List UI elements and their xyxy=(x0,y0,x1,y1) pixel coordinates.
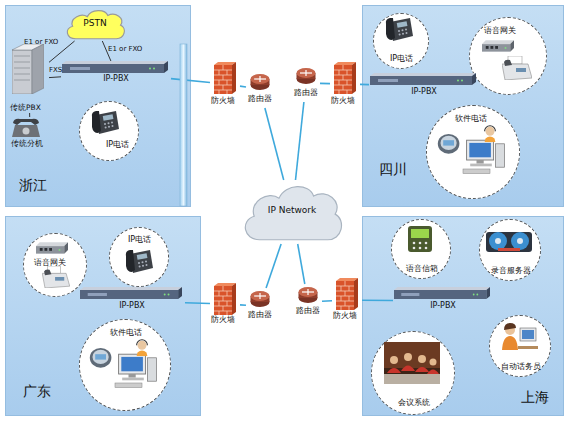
auto-attendant: 自动话务员 xyxy=(489,315,551,377)
node-label: IP-PBX xyxy=(430,301,456,311)
node-label: 语音网关 xyxy=(484,26,516,36)
connector-line xyxy=(320,83,330,85)
region-panel: 广东 IP电话语音网关 IP-PBX 软件电话 xyxy=(5,216,201,416)
node-label: 路由器 xyxy=(248,94,272,104)
region-name: 浙江 xyxy=(19,177,47,194)
ip-pbx: IP-PBX xyxy=(79,287,185,315)
node-label: IP电话 xyxy=(390,54,413,64)
node-label: IP-PBX xyxy=(119,301,145,311)
softphone: 软件电话 xyxy=(79,319,171,411)
softphone: 软件电话 xyxy=(426,105,520,199)
ip-phone: IP电话 xyxy=(109,227,169,287)
connector-line xyxy=(29,113,30,117)
region-panel: 四川 IP电话 语音网关 IP-PBX 软件电话 xyxy=(362,5,564,207)
node-label: IP电话 xyxy=(128,235,151,245)
node-label: 防火墙 xyxy=(331,96,355,106)
node-label: 自动话务员 xyxy=(501,362,541,372)
connector-line xyxy=(296,102,304,180)
edge-label: E1 or FXO xyxy=(108,45,142,53)
ip-pbx: IP-PBX xyxy=(61,61,171,85)
connector-line xyxy=(298,244,305,284)
node-label: 防火墙 xyxy=(211,315,235,325)
region-panel: 浙江 PSTN 传统PBX IP-PBX 传统分机 IP电话 xyxy=(5,5,191,207)
connector-line xyxy=(240,304,246,306)
node-label: 传统PBX xyxy=(10,103,41,112)
recording-server: 录音服务器 xyxy=(479,219,541,281)
region-name: 四川 xyxy=(379,161,407,178)
edge-label: E1 or FXO xyxy=(24,38,58,46)
router: 路由器 xyxy=(246,288,274,324)
voice-gateway: 语音网关 xyxy=(23,233,87,297)
region-name: 上海 xyxy=(521,389,549,406)
firewall-icon xyxy=(214,283,236,315)
cloud-shape xyxy=(67,11,124,39)
node-label: IP-PBX xyxy=(103,74,129,84)
node-label: 路由器 xyxy=(294,88,318,98)
region-panel: 上海 语音信箱 录音服务器 IP-PBX 自动话务员会议系统 xyxy=(362,216,564,416)
connector-line xyxy=(185,302,210,304)
node-label: 会议系统 xyxy=(398,398,430,408)
router: 路由器 xyxy=(246,70,274,108)
firewall-icon xyxy=(334,62,356,94)
ip-pbx: IP-PBX xyxy=(369,73,479,99)
node-label: 语音信箱 xyxy=(406,264,438,274)
legacy-pbx: 传统PBX xyxy=(9,45,49,113)
node-label: 软件电话 xyxy=(455,114,487,124)
node-label: IP Network xyxy=(268,205,317,216)
router-icon xyxy=(299,287,318,303)
node-label: 软件电话 xyxy=(110,328,142,338)
node-label: 路由器 xyxy=(248,310,272,320)
cloud-shape xyxy=(245,187,341,240)
node-label: 防火墙 xyxy=(333,311,357,321)
legacy-extension: 传统分机 xyxy=(9,117,51,151)
node-label: 语音网关 xyxy=(34,258,66,268)
connector-line xyxy=(265,108,284,180)
node-label: 路由器 xyxy=(296,306,320,316)
node-label: IP电话 xyxy=(106,140,129,150)
firewall: 防火墙 xyxy=(330,60,360,108)
firewall-icon xyxy=(214,62,236,94)
conference-system: 会议系统 xyxy=(371,331,455,415)
node-label: 录音服务器 xyxy=(491,266,531,276)
node-label: IP-PBX xyxy=(411,87,437,97)
node-label: PSTN xyxy=(83,18,106,29)
ip-phone: IP电话 xyxy=(79,101,139,161)
connector-line xyxy=(240,85,246,88)
firewall: 防火墙 xyxy=(210,282,240,326)
voice-gateway: 语音网关 xyxy=(469,17,547,95)
connector-line xyxy=(360,84,369,86)
firewall: 防火墙 xyxy=(210,60,240,108)
connector-line xyxy=(322,300,332,302)
region-name: 广东 xyxy=(23,383,51,400)
router-icon xyxy=(297,68,316,84)
firewall-icon xyxy=(336,278,358,310)
ip-phone: IP电话 xyxy=(373,13,429,69)
connector-line xyxy=(266,244,281,288)
connector-line xyxy=(362,299,393,301)
node-label: 防火墙 xyxy=(211,96,235,106)
router-icon xyxy=(251,291,270,307)
pstn-cloud: PSTN xyxy=(63,7,127,41)
ip-pbx: IP-PBX xyxy=(393,287,493,315)
connector-line xyxy=(49,76,61,78)
router: 路由器 xyxy=(294,284,322,320)
node-label: 传统分机 xyxy=(11,139,43,149)
edge-label: FXS xyxy=(49,66,62,74)
voicemail: 语音信箱 xyxy=(391,219,451,279)
router-icon xyxy=(251,74,270,90)
router: 路由器 xyxy=(292,64,320,102)
firewall: 防火墙 xyxy=(332,276,362,324)
connector-line xyxy=(171,79,210,83)
ip-network-cloud: IP Network xyxy=(238,180,346,244)
